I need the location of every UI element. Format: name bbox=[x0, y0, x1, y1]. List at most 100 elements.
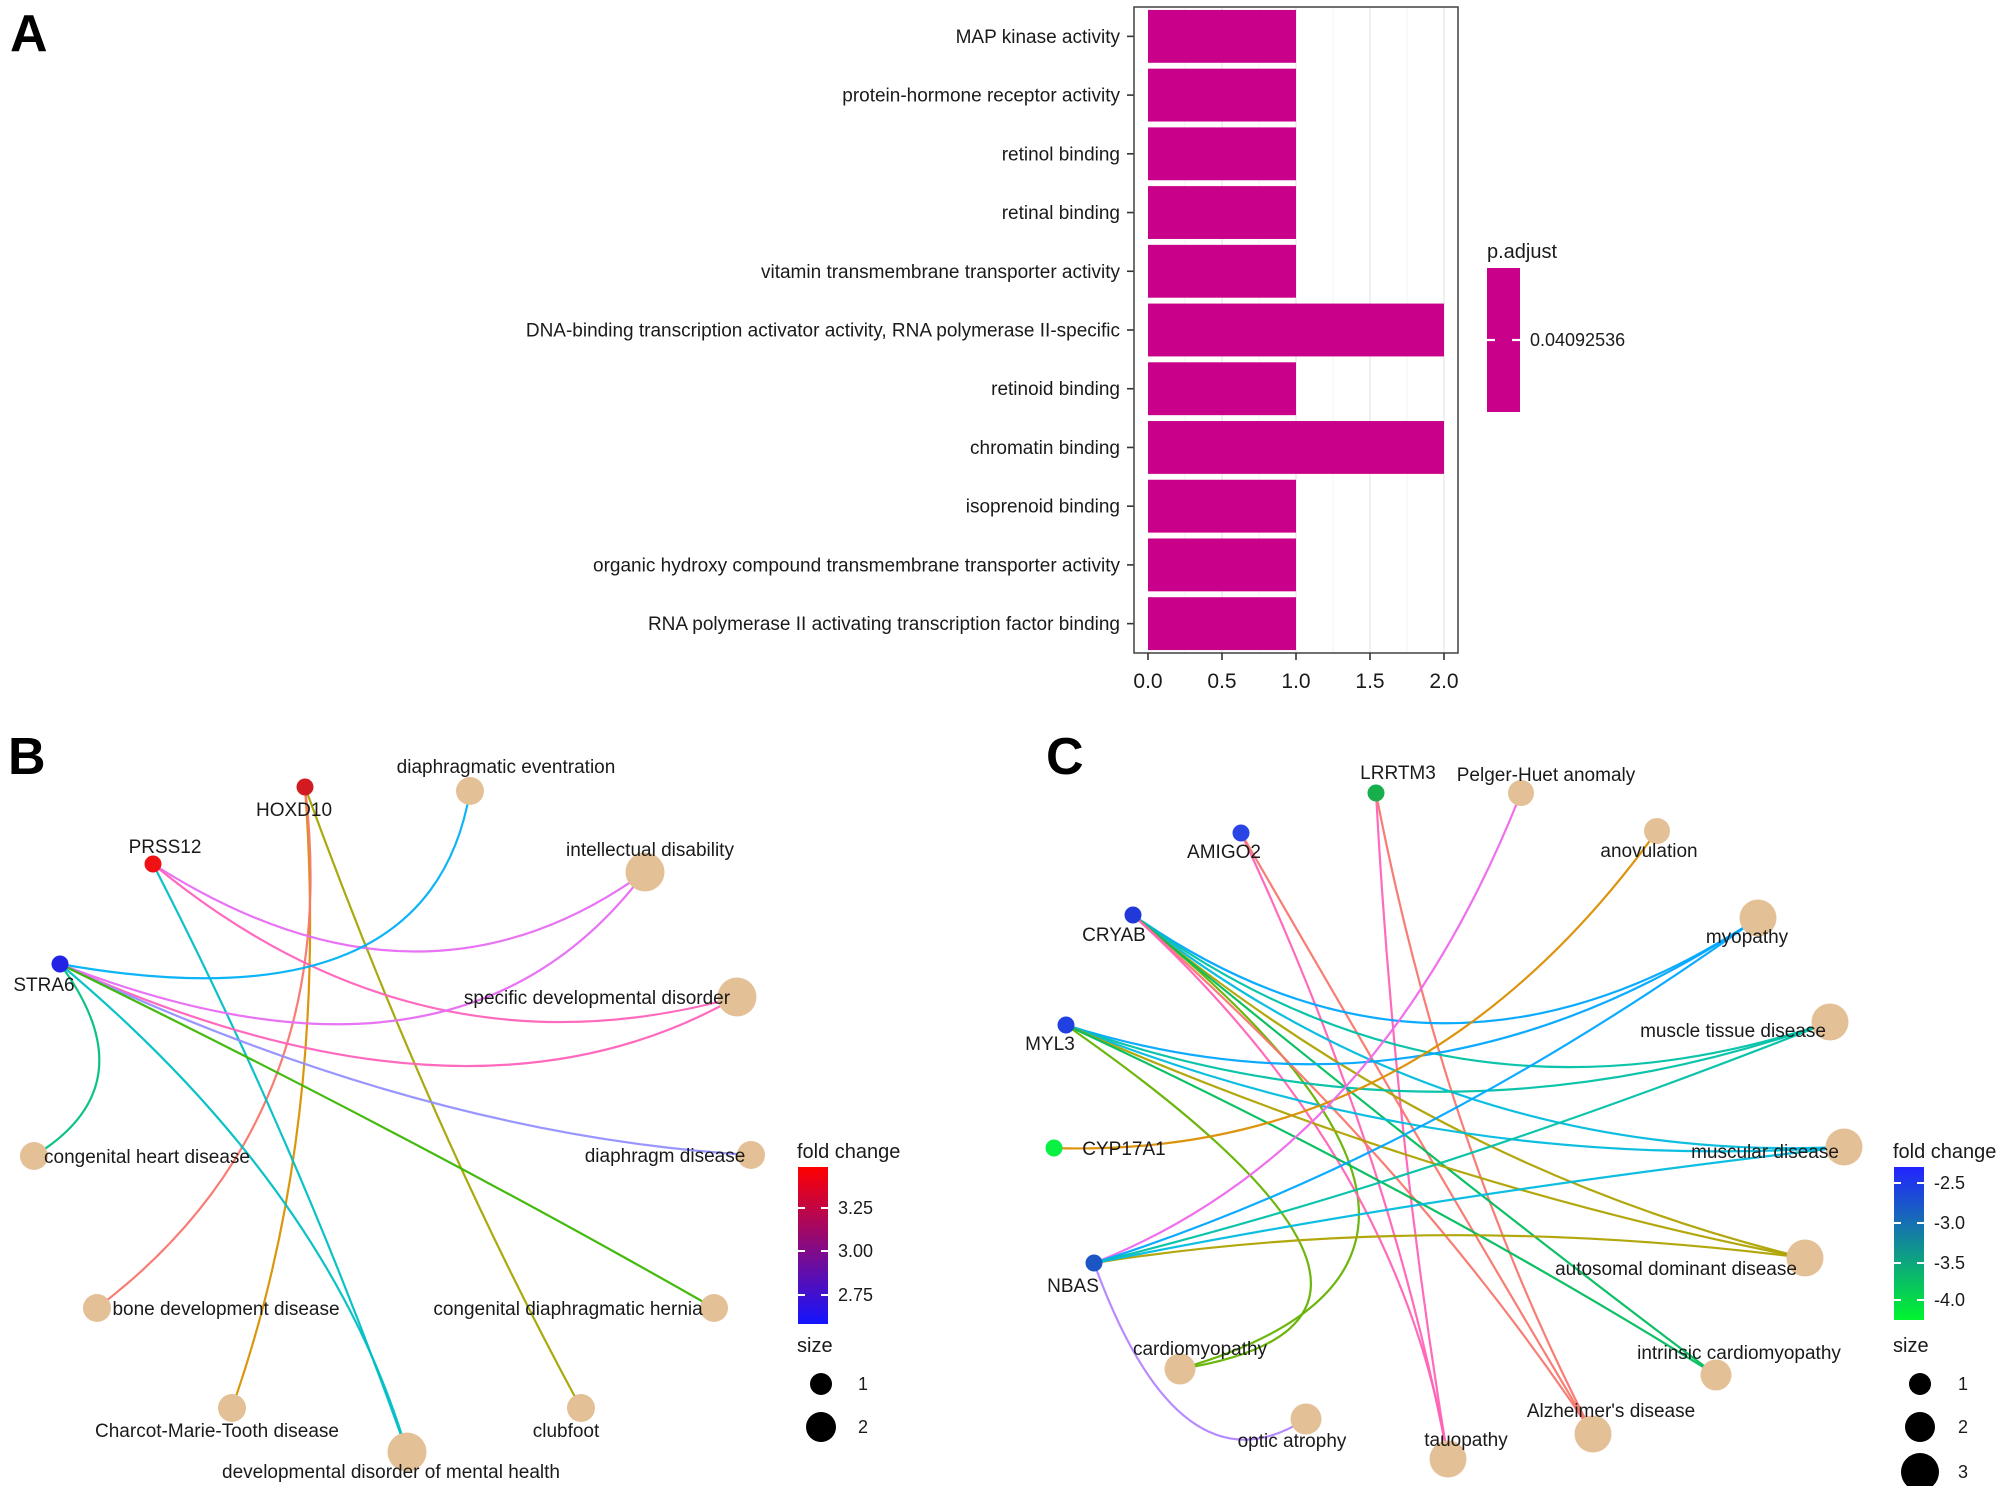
edge-CRYAB-tauopathy bbox=[1131, 913, 1450, 1461]
foldchange-legend-title: fold change bbox=[797, 1141, 900, 1163]
category-label: MAP kinase activity bbox=[956, 27, 1121, 48]
size-legend-label: 1 bbox=[858, 1374, 868, 1394]
gene-label: CRYAB bbox=[1082, 925, 1146, 946]
edge-CRYAB-autosomal-dominant-disease bbox=[1131, 913, 1807, 1260]
edge-STRA6-intellectual-disability bbox=[58, 870, 647, 1026]
category-label: retinol binding bbox=[1002, 144, 1120, 165]
disease-label: bone development disease bbox=[112, 1299, 339, 1320]
edge-AMIGO2-alzheimer-s-disease bbox=[1239, 831, 1595, 1436]
edge-CRYAB-intrinsic-cardiomyopathy bbox=[1131, 913, 1718, 1377]
x-tick-label: 1.0 bbox=[1281, 670, 1310, 693]
disease-label: cardiomyopathy bbox=[1133, 1339, 1268, 1360]
edge-NBAS-muscle-tissue-disease bbox=[1092, 1020, 1832, 1265]
disease-node-developmental-disorder-of-mental-health bbox=[387, 1432, 427, 1472]
disease-node-pelger-huet-anomaly bbox=[1508, 780, 1534, 806]
foldchange-colorbar bbox=[1894, 1167, 1924, 1320]
x-tick-label: 0.5 bbox=[1207, 670, 1236, 693]
bar-7 bbox=[1148, 421, 1444, 474]
gene-label: HOXD10 bbox=[256, 800, 332, 821]
edge-HOXD10-bone-development-disease bbox=[95, 785, 312, 1310]
disease-label: autosomal dominant disease bbox=[1555, 1259, 1797, 1280]
category-label: retinoid binding bbox=[991, 379, 1120, 400]
edge-STRA6-diaphragm-disease bbox=[58, 962, 753, 1157]
edge-MYL3-autosomal-dominant-disease bbox=[1064, 1023, 1807, 1260]
edge-LRRTM3-alzheimer-s-disease bbox=[1374, 791, 1595, 1436]
disease-label: tauopathy bbox=[1424, 1430, 1508, 1451]
panel-b-label: B bbox=[8, 728, 46, 786]
disease-node-diaphragmatic-eventration bbox=[456, 777, 484, 805]
category-label: DNA-binding transcription activator acti… bbox=[526, 321, 1120, 342]
disease-node-myopathy bbox=[1739, 899, 1777, 937]
disease-node-alzheimer-s-disease bbox=[1574, 1415, 1612, 1453]
gene-node-cyp17a1 bbox=[1045, 1139, 1063, 1157]
edge-MYL3-muscular-disease bbox=[1064, 1023, 1846, 1153]
panel-a-label: A bbox=[10, 5, 48, 63]
edge-NBAS-muscular-disease bbox=[1092, 1145, 1846, 1265]
disease-label: myopathy bbox=[1706, 927, 1789, 948]
gene-node-cryab bbox=[1124, 906, 1142, 924]
gene-label: LRRTM3 bbox=[1360, 763, 1436, 784]
disease-label: Alzheimer's disease bbox=[1527, 1401, 1695, 1422]
size-legend-dot bbox=[810, 1373, 832, 1395]
bar-5 bbox=[1148, 303, 1444, 357]
gene-node-hoxd10 bbox=[296, 778, 314, 796]
x-tick-label: 1.5 bbox=[1355, 670, 1384, 693]
gene-node-prss12 bbox=[144, 855, 162, 873]
x-tick-label: 2.0 bbox=[1429, 670, 1458, 693]
gene-node-stra6 bbox=[51, 955, 69, 973]
disease-node-congenital-diaphragmatic-hernia bbox=[700, 1294, 728, 1322]
disease-node-intellectual-disability bbox=[625, 852, 665, 892]
bar-0 bbox=[1148, 9, 1296, 63]
edge-AMIGO2-tauopathy bbox=[1239, 831, 1450, 1461]
size-legend-dot bbox=[1901, 1453, 1939, 1486]
disease-node-bone-development-disease bbox=[83, 1294, 111, 1322]
edge-MYL3-muscle-tissue-disease bbox=[1064, 1020, 1832, 1093]
edge-CRYAB-myopathy bbox=[1131, 913, 1760, 1025]
padjust-tick-label: 0.04092536 bbox=[1530, 330, 1625, 350]
category-label: vitamin transmembrane transporter activi… bbox=[761, 262, 1121, 283]
disease-label: muscle tissue disease bbox=[1640, 1021, 1826, 1042]
edge-STRA6-congenital-heart-disease bbox=[32, 962, 101, 1158]
padjust-legend-title: p.adjust bbox=[1487, 241, 1557, 263]
gene-node-myl3 bbox=[1057, 1016, 1075, 1034]
size-legend-label: 2 bbox=[1958, 1417, 1968, 1437]
category-label: retinal binding bbox=[1002, 203, 1120, 224]
disease-label: congenital diaphragmatic hernia bbox=[433, 1299, 703, 1320]
foldchange-tick-label: -2.5 bbox=[1934, 1173, 1965, 1193]
disease-label: clubfoot bbox=[533, 1421, 600, 1442]
size-legend-title: size bbox=[1893, 1335, 1929, 1357]
disease-node-cardiomyopathy bbox=[1164, 1353, 1196, 1385]
category-label: RNA polymerase II activating transcripti… bbox=[648, 614, 1120, 635]
edge-CRYAB-muscle-tissue-disease bbox=[1131, 913, 1832, 1069]
foldchange-tick-label: -4.0 bbox=[1934, 1290, 1965, 1310]
disease-node-anovulation bbox=[1644, 818, 1670, 844]
size-legend-dot bbox=[1909, 1373, 1931, 1395]
edge-MYL3-cardiomyopathy bbox=[1064, 1023, 1313, 1371]
gene-label: AMIGO2 bbox=[1187, 842, 1261, 863]
disease-label: developmental disorder of mental health bbox=[222, 1462, 560, 1483]
disease-node-optic-atrophy bbox=[1290, 1403, 1322, 1435]
bar-2 bbox=[1148, 127, 1296, 181]
disease-node-muscular-disease bbox=[1825, 1128, 1863, 1166]
edge-PRSS12-specific-developmental-disorder bbox=[151, 862, 739, 1024]
category-label: chromatin binding bbox=[970, 438, 1120, 459]
gene-label: MYL3 bbox=[1025, 1034, 1075, 1055]
foldchange-colorbar bbox=[798, 1167, 828, 1324]
disease-node-charcot-marie-tooth-disease bbox=[218, 1394, 246, 1422]
gene-label: NBAS bbox=[1047, 1276, 1099, 1297]
gene-label: PRSS12 bbox=[129, 837, 202, 858]
foldchange-tick-label: 2.75 bbox=[838, 1285, 873, 1305]
edge-NBAS-myopathy bbox=[1092, 916, 1760, 1265]
foldchange-tick-label: 3.25 bbox=[838, 1198, 873, 1218]
bar-1 bbox=[1148, 68, 1296, 122]
size-legend-dot bbox=[806, 1412, 836, 1442]
disease-label: intrinsic cardiomyopathy bbox=[1637, 1343, 1841, 1364]
foldchange-tick-label: -3.0 bbox=[1934, 1213, 1965, 1233]
disease-label: muscular disease bbox=[1691, 1142, 1839, 1163]
disease-label: optic atrophy bbox=[1238, 1431, 1347, 1452]
edge-STRA6-specific-developmental-disorder bbox=[58, 962, 739, 1068]
size-legend-dot bbox=[1905, 1412, 1935, 1442]
foldchange-tick-label: 3.00 bbox=[838, 1241, 873, 1261]
